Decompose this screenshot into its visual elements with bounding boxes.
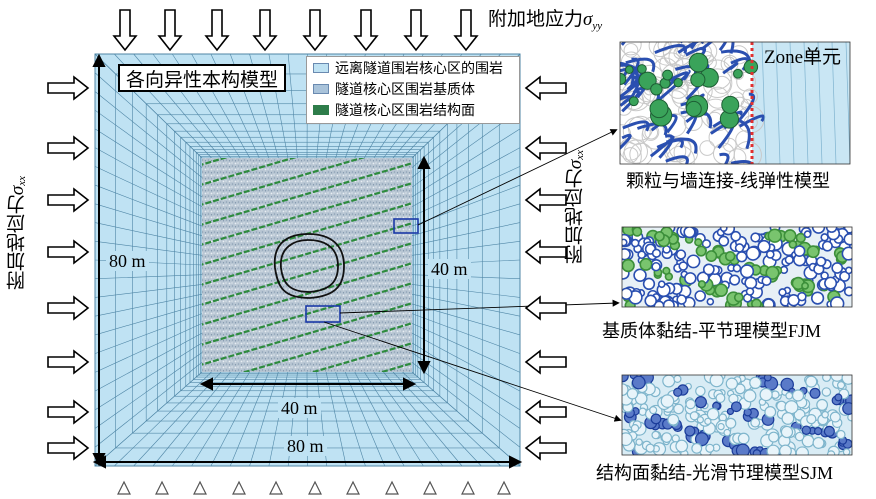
stress-left-subscript: xx: [16, 176, 28, 186]
model-label: 各向异性本构模型: [118, 64, 287, 92]
stress-right-prefix: 附加地应力: [565, 169, 586, 265]
callout-box-2: [305, 305, 341, 323]
inset-joint-sjm: [622, 375, 852, 455]
dim-outer-height: 80 m: [106, 251, 149, 271]
stress-arrows: [47, 9, 567, 461]
inset1-caption: 颗粒与墙连接-线弹性模型: [626, 171, 830, 191]
inset3-caption: 结构面黏结-光滑节理模型SJM: [596, 463, 834, 483]
legend-item-matrix: 隧道核心区围岩基质体: [313, 80, 475, 98]
callout-box-1: [393, 218, 419, 234]
dim-inner-width: 40 m: [278, 398, 321, 418]
dimension-lines: [92, 53, 523, 469]
stress-top-symbol: σ: [583, 9, 593, 30]
legend-swatch-matrix: [313, 84, 329, 94]
joint-lines: [202, 158, 412, 372]
stress-top-prefix: 附加地应力: [488, 9, 584, 30]
legend-label-joint: 隧道核心区围岩结构面: [335, 104, 475, 119]
stress-right-symbol: σ: [565, 159, 586, 170]
leader-line-3: [323, 321, 622, 422]
legend-item-joint: 隧道核心区围岩结构面: [313, 101, 475, 119]
legend: 远离隧道围岩核心区的围岩 隧道核心区围岩基质体 隧道核心区围岩结构面: [306, 56, 520, 124]
core-matrix-region: [202, 158, 412, 372]
stress-label-right: 附加地应力σxx: [565, 150, 586, 265]
roller-supports: [117, 480, 511, 495]
stress-left-symbol: σ: [7, 185, 28, 196]
leader-line-1: [417, 129, 618, 226]
leader-line-2: [339, 299, 620, 314]
dim-outer-width: 80 m: [284, 436, 327, 456]
inset1-zone-label: Zone单元: [764, 47, 842, 68]
legend-swatch-joint: [313, 105, 329, 115]
stress-right-subscript: xx: [574, 150, 586, 160]
inset2-caption: 基质体黏结-平节理模型FJM: [602, 321, 822, 341]
legend-swatch-outer: [313, 63, 329, 73]
legend-label-matrix: 隧道核心区围岩基质体: [335, 83, 475, 98]
legend-label-outer: 远离隧道围岩核心区的围岩: [335, 62, 503, 77]
tunnel-outline: [273, 233, 345, 299]
dim-inner-height: 40 m: [428, 259, 471, 279]
inset-particle-wall: [620, 42, 850, 164]
stress-label-top: 附加地应力σyy: [488, 10, 602, 32]
stress-left-prefix: 附加地应力: [7, 195, 28, 291]
inset-matrix-fjm: [622, 227, 852, 307]
stress-label-left: 附加地应力σxx: [7, 176, 28, 291]
legend-item-outer: 远离隧道围岩核心区的围岩: [313, 59, 503, 77]
stress-top-subscript: yy: [592, 20, 603, 32]
